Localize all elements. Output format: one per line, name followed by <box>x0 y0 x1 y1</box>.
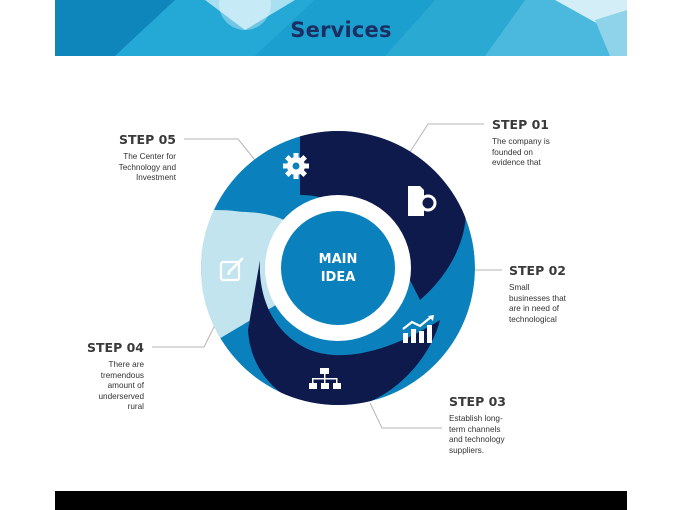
step-02: STEP 02 Small businesses that are in nee… <box>509 263 589 325</box>
search-document-icon <box>408 186 437 216</box>
step-01-title: STEP 01 <box>492 117 549 132</box>
step-05-title: STEP 05 <box>119 132 176 147</box>
banner-background <box>55 0 627 56</box>
step-02-description: Small businesses that are in need of tec… <box>509 283 566 324</box>
connector-step-05 <box>184 138 256 161</box>
step-03-description: Establish long-term channels and technol… <box>449 414 505 455</box>
edit-icon <box>219 257 244 282</box>
connector-step-01 <box>409 123 484 153</box>
step-02-title: STEP 02 <box>509 263 566 278</box>
center-circle <box>281 211 395 325</box>
step-04: STEP 04 There are tremendous amount of u… <box>60 340 144 413</box>
step-05: STEP 05 The Center for Technology and In… <box>90 132 176 184</box>
org-chart-icon <box>309 368 341 389</box>
step-04-title: STEP 04 <box>87 340 144 355</box>
connector-step-03 <box>369 402 442 429</box>
center-label-line1: MAIN <box>319 252 358 267</box>
step-01-description: The company is founded on evidence that <box>492 137 550 168</box>
segment-step-04 <box>201 180 338 380</box>
segment-step-01 <box>300 131 466 300</box>
segment-step-03 <box>248 260 440 405</box>
step-01: STEP 01 The company is founded on eviden… <box>492 117 572 169</box>
step-04-description: There are tremendous amount of underserv… <box>98 360 144 412</box>
footer-bar <box>55 491 627 510</box>
step-05-description: The Center for Technology and Investment <box>118 152 176 183</box>
page-title: Services <box>290 18 392 42</box>
connector-step-04 <box>152 324 216 348</box>
step-03: STEP 03 Establish long-term channels and… <box>449 394 539 456</box>
gear-icon <box>283 153 309 179</box>
step-03-title: STEP 03 <box>449 394 506 409</box>
header-banner: Services <box>55 0 627 56</box>
center-label-line2: IDEA <box>321 270 356 285</box>
growth-chart-icon <box>402 315 434 343</box>
